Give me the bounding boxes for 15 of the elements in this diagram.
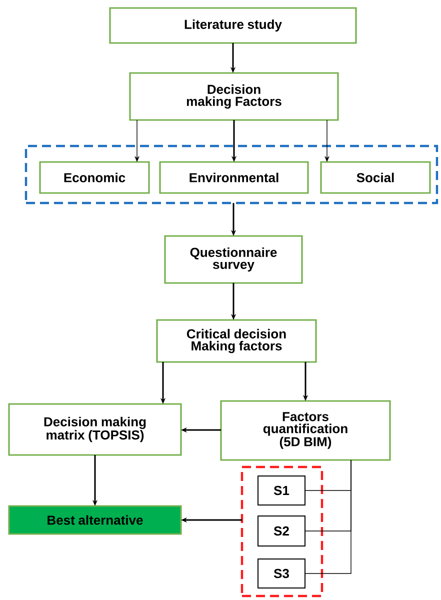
scenario-box: S2 <box>258 516 306 546</box>
process-box: Critical decision Making factors <box>156 319 317 363</box>
process-box: Literature study <box>109 7 357 44</box>
result-box: Best alternative <box>8 505 182 535</box>
process-box: Decision making matrix (TOPSIS) <box>8 403 182 456</box>
factor-box: Environmental <box>159 161 309 194</box>
factor-box: Economic <box>39 161 150 194</box>
factor-box: Social <box>320 161 431 194</box>
group-frame <box>24 144 438 204</box>
process-box: Questionnaire survey <box>164 235 303 284</box>
scenario-box: S3 <box>258 558 306 588</box>
process-box: Factors quantification (5D BIM) <box>220 400 391 461</box>
group-frame <box>240 466 324 598</box>
scenario-box: S1 <box>258 476 306 506</box>
process-box: Decision making Factors <box>129 72 339 121</box>
